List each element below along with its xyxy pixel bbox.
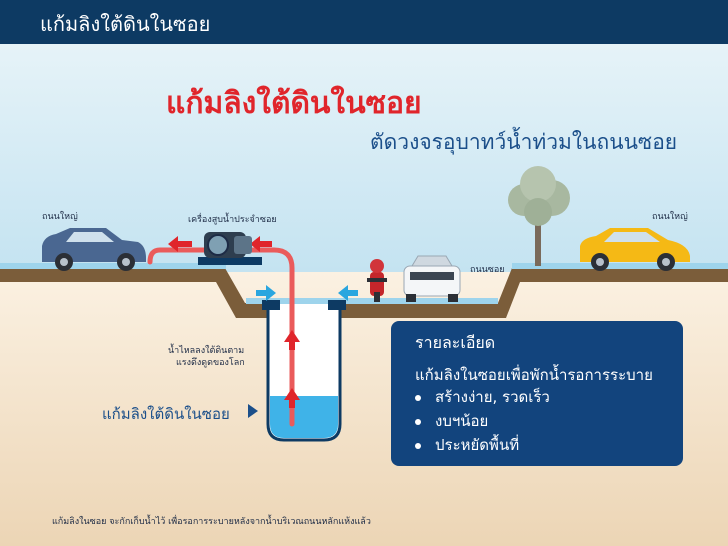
details-description: แก้มลิงในซอยเพื่อพักน้ำรอการระบาย <box>415 366 653 384</box>
ground-surface <box>0 268 728 330</box>
subtitle: ตัดวงจรอุบาทว์น้ำท่วมในถนนซอย <box>370 130 678 154</box>
flow-arrow-up-2 <box>284 388 300 408</box>
bullet-icon <box>415 418 421 425</box>
inflow-arrow-left <box>256 285 276 301</box>
details-item-text: ประหยัดพื้นที่ <box>435 436 520 454</box>
yellow-car-icon <box>580 228 690 271</box>
label-gravity-line1: น้ำไหลลงใต้ดินตาม <box>168 346 245 356</box>
bullet-icon <box>415 442 421 449</box>
label-main-road-right: ถนนใหญ่ <box>652 212 688 222</box>
road-left <box>0 263 226 269</box>
left-car-icon <box>42 228 146 271</box>
details-item: งบฯน้อย <box>415 409 488 433</box>
details-item: ประหยัดพื้นที่ <box>415 433 519 457</box>
white-car-icon <box>403 255 461 302</box>
water-pump-icon <box>198 232 262 265</box>
details-heading: รายละเอียด <box>415 333 496 352</box>
road-right <box>512 263 728 269</box>
label-alley-road: ถนนซอย <box>470 265 505 275</box>
details-item-text: งบฯน้อย <box>435 412 489 430</box>
details-panel: รายละเอียด แก้มลิงในซอยเพื่อพักน้ำรอการร… <box>391 321 683 466</box>
flow-arrow-up-1 <box>284 330 300 350</box>
footer-note: แก้มลิงในซอย จะกักเก็บน้ำไว้ เพื่อรอการร… <box>52 517 371 527</box>
label-pit: แก้มลิงใต้ดินในซอย <box>102 405 230 423</box>
tree-icon <box>508 166 570 266</box>
header-title: แก้มลิงใต้ดินในซอย <box>40 12 211 36</box>
details-item-text: สร้างง่าย, รวดเร็ว <box>435 388 550 406</box>
play-triangle-icon <box>248 404 258 418</box>
road-alley <box>246 298 498 304</box>
pit-rim-left <box>262 300 280 310</box>
label-gravity-line2: แรงดึงดูดของโลก <box>176 358 245 368</box>
bullet-icon <box>415 394 421 401</box>
label-main-road-left: ถนนใหญ่ <box>42 212 78 222</box>
suction-pipe <box>147 247 295 427</box>
flow-arrow-left-1 <box>250 236 272 252</box>
motorcycle-icon <box>367 259 387 302</box>
inflow-arrow-right <box>338 285 358 301</box>
pit-water <box>270 396 338 438</box>
flow-arrow-left-2 <box>168 236 192 252</box>
main-title: แก้มลิงใต้ดินในซอย <box>166 86 422 121</box>
details-item: สร้างง่าย, รวดเร็ว <box>415 385 550 409</box>
label-pump: เครื่องสูบน้ำประจำซอย <box>188 215 277 225</box>
header-bar: แก้มลิงใต้ดินในซอย <box>0 0 728 44</box>
pit-rim-right <box>328 300 346 310</box>
